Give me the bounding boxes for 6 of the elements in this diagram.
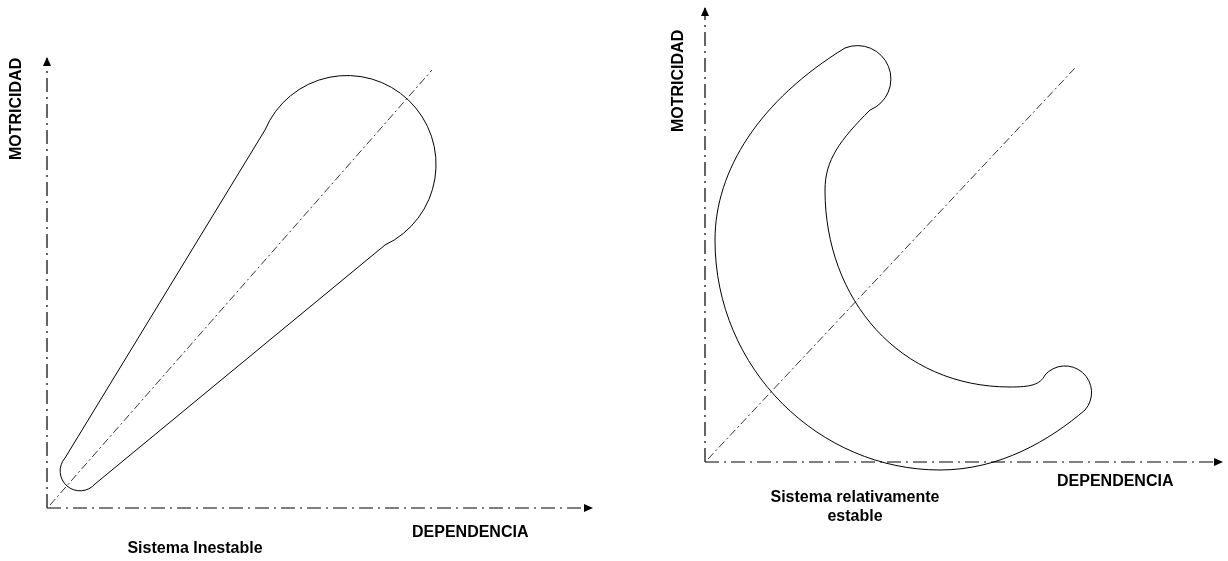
axis-label: DEPENDENCIA [412,522,529,541]
axis-label: MOTRICIDAD [6,57,25,160]
caption-text: Sistema relativamente estable [769,487,941,525]
caption-text: Sistema Inestable [126,538,264,557]
axis-label: MOTRICIDAD [668,29,687,132]
axis-label: DEPENDENCIA [1057,471,1174,490]
